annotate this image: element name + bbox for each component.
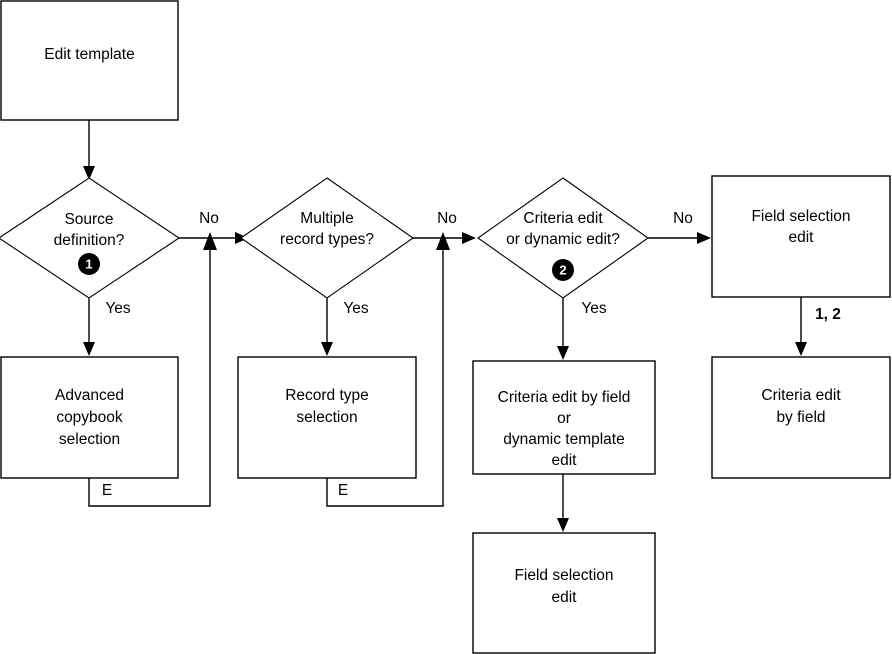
node-field-selection-edit-bottom[interactable]: Field selection edit [472,532,656,654]
arrowhead-icon [557,518,569,532]
connector-criteria-or-dynamic-no [648,232,711,244]
connector-criteria-dynamic-to-field-selection [557,474,569,532]
node-field-selection-edit-bottom-label-line2: edit [552,589,578,606]
node-criteria-dynamic-label-line2: or [557,410,571,427]
arrowhead-icon [321,342,333,356]
edge-label-loop-e-1: E [102,482,112,499]
node-field-selection-edit-top[interactable]: Field selection edit [711,175,891,298]
node-multiple-record-types-label-line2: record types? [280,231,374,248]
node-criteria-edit-by-field-label-line2: by field [776,409,825,426]
node-field-selection-edit-top-label-line2: edit [789,229,815,246]
connector-loop-e-record-type [326,232,450,507]
node-criteria-edit-by-field[interactable]: Criteria edit by field [711,356,891,479]
node-advanced-copybook-selection[interactable]: Advanced copybook selection [0,356,179,479]
node-edit-template[interactable]: Edit template [0,0,179,121]
connector-loop-e-advanced-copybook [88,232,217,507]
arrowhead-icon [83,342,95,356]
node-field-selection-edit-bottom-label-line1: Field selection [514,567,613,584]
connector-criteria-or-dynamic-yes [557,298,569,360]
node-advanced-copybook-label-line3: selection [59,431,120,448]
connector-source-definition-yes [83,298,95,356]
edge-label-one-two: 1, 2 [815,306,841,323]
badge-2-circle-icon [552,259,574,281]
node-source-definition-label-line1: Source [64,211,113,228]
arrowhead-icon [557,346,569,360]
edge-label-loop-e-2: E [338,482,348,499]
connector-edit-template-to-source-definition [83,120,95,180]
connector-field-selection-to-criteria-edit [795,297,807,356]
node-source-definition[interactable]: Source definition? 1 [0,177,180,299]
badge-2-label: 2 [559,262,566,277]
edge-label-yes-1: Yes [105,300,131,317]
arrowhead-icon [83,166,95,180]
node-criteria-dynamic-label-line1: Criteria edit by field [498,389,631,406]
badge-1-circle-icon [78,253,100,275]
node-field-selection-edit-top-label-line1: Field selection [751,208,850,225]
connector-source-definition-no [179,232,249,244]
edge-label-yes-2: Yes [343,300,369,317]
node-criteria-dynamic-label-line3: dynamic template [503,431,624,448]
node-source-definition-label-line2: definition? [54,232,125,249]
badge-1-label: 1 [85,256,92,271]
node-record-type-selection[interactable]: Record type selection [237,356,417,479]
arrowhead-icon [436,232,450,250]
node-advanced-copybook-label-line2: copybook [56,409,123,426]
node-multiple-record-types[interactable]: Multiple record types? [240,177,414,299]
node-criteria-edit-by-field-or-dynamic[interactable]: Criteria edit by field or dynamic templa… [472,360,656,475]
edge-label-yes-3: Yes [581,300,607,317]
connector-multiple-record-types-no [413,232,476,244]
edge-label-no-1: No [199,210,219,227]
node-criteria-edit-by-field-label-line1: Criteria edit [761,387,841,404]
edge-label-no-3: No [673,210,693,227]
arrowhead-icon [795,342,807,356]
node-multiple-record-types-label-line1: Multiple [300,210,353,227]
node-record-type-selection-label-line1: Record type [285,387,369,404]
node-criteria-dynamic-label-line4: edit [552,452,578,469]
node-criteria-or-dynamic-edit[interactable]: Criteria edit or dynamic edit? 2 [477,177,649,299]
node-advanced-copybook-label-line1: Advanced [55,387,124,404]
node-criteria-or-dynamic-label-line1: Criteria edit [523,210,603,227]
connector-multiple-record-types-yes [321,298,333,356]
node-edit-template-label: Edit template [44,46,134,63]
arrowhead-icon [203,232,217,250]
edge-label-no-2: No [437,210,457,227]
arrowhead-icon [697,232,711,244]
node-record-type-selection-label-line2: selection [296,409,357,426]
arrowhead-icon [462,232,476,244]
node-criteria-or-dynamic-label-line2: or dynamic edit? [506,231,620,248]
